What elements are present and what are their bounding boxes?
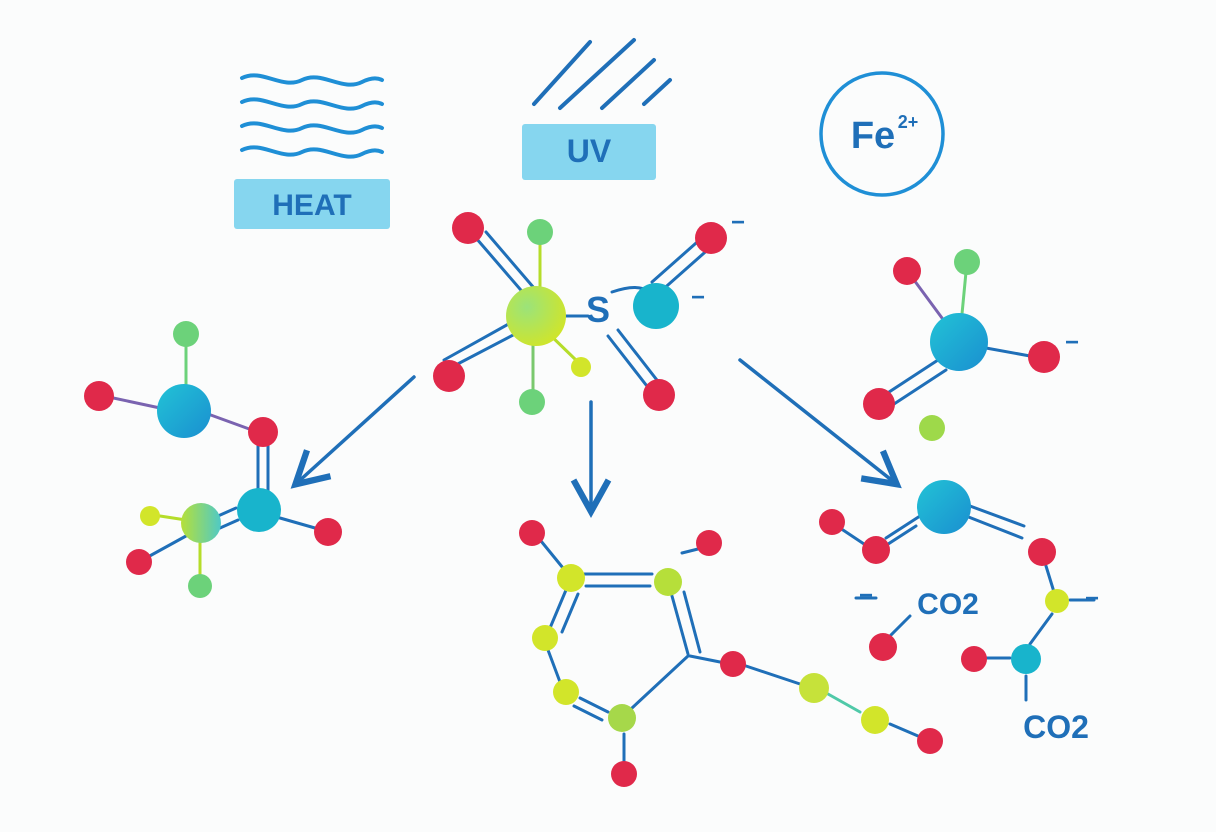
yellow-atom xyxy=(553,679,579,705)
reaction-arrows xyxy=(290,358,902,518)
sulfur-label: S xyxy=(586,289,610,330)
arrow-to-right-product xyxy=(738,358,902,489)
yellow-atom xyxy=(557,564,585,592)
oxygen-atom xyxy=(643,379,675,411)
green-atom xyxy=(188,574,212,598)
heat-activator: HEAT xyxy=(234,73,390,229)
oxygen-atom xyxy=(862,536,890,564)
heat-label: HEAT xyxy=(272,189,351,222)
green-atom xyxy=(954,249,980,275)
uv-label-box xyxy=(522,124,656,180)
charge-label: − xyxy=(859,582,873,609)
uv-activator: UV xyxy=(522,38,672,180)
oxygen-atom xyxy=(433,360,465,392)
oxygen-atom xyxy=(248,417,278,447)
oxygen-atom xyxy=(863,388,895,420)
oxygen-atom xyxy=(917,728,943,754)
green-atom xyxy=(173,321,199,347)
yellow-atom xyxy=(571,357,591,377)
uv-rays-icon xyxy=(532,38,672,110)
green-atom xyxy=(519,389,545,415)
co2-label: CO2 xyxy=(917,588,979,621)
green-atom xyxy=(919,415,945,441)
heat-label-box xyxy=(234,179,390,229)
oxygen-atom xyxy=(84,381,114,411)
oxygen-atom xyxy=(893,257,921,285)
oxygen-atom xyxy=(696,530,722,556)
sulfur-atom xyxy=(506,286,566,346)
iron-label: Fe xyxy=(851,115,895,157)
teal-atom xyxy=(917,480,971,534)
uv-label: UV xyxy=(567,133,612,169)
oxygen-atom xyxy=(819,509,845,535)
green-atom xyxy=(527,219,553,245)
teal-atom xyxy=(633,283,679,329)
oxygen-atom xyxy=(1028,538,1056,566)
iron-charge: 2+ xyxy=(898,112,919,132)
oxygen-atom xyxy=(695,222,727,254)
yellow-atom xyxy=(1045,589,1069,613)
teal-atom xyxy=(930,313,988,371)
yellow-atom xyxy=(532,625,558,651)
charge-label: − xyxy=(1085,585,1099,612)
charge-label: − xyxy=(691,284,705,311)
yellow-atom xyxy=(140,506,160,526)
left-product-molecule xyxy=(84,321,342,598)
teal-atom xyxy=(237,488,281,532)
co2-label: CO2 xyxy=(1023,709,1089,745)
oxygen-atom xyxy=(519,520,545,546)
heat-waves-icon xyxy=(240,73,384,159)
teal-atom xyxy=(157,384,211,438)
yellow-atom xyxy=(654,568,682,596)
arrow-to-left-product xyxy=(290,375,416,489)
oxygen-atom xyxy=(1028,341,1060,373)
oxygen-atom xyxy=(314,518,342,546)
green-atom xyxy=(608,704,636,732)
iron-circle xyxy=(819,71,945,197)
oxygen-atom xyxy=(720,651,746,677)
charge-label: − xyxy=(1065,329,1079,356)
iron-activator: Fe 2+ xyxy=(819,71,945,197)
charge-label: − xyxy=(731,209,745,236)
teal-atom xyxy=(1011,644,1041,674)
right-top-molecule: − xyxy=(863,249,1079,441)
oxygen-atom xyxy=(869,633,897,661)
right-product-molecule: CO2 CO2 − − xyxy=(819,480,1099,745)
oxygen-atom xyxy=(126,549,152,575)
oxygen-atom xyxy=(961,646,987,672)
yellow-atom xyxy=(861,706,889,734)
oxygen-atom xyxy=(611,761,637,787)
yellow-atom xyxy=(799,673,829,703)
ring-product-molecule xyxy=(519,520,943,787)
yellow-atom xyxy=(181,503,221,543)
oxygen-atom xyxy=(452,212,484,244)
central-molecule: S − − xyxy=(433,209,745,415)
